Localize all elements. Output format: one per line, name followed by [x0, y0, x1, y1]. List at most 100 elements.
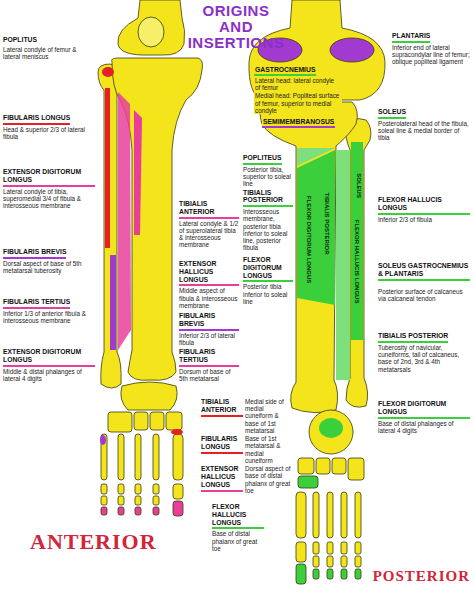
- femur: [118, 0, 185, 55]
- attachment-text: Dorsum of base of 5th metatarsal: [179, 368, 239, 382]
- phalanx: [153, 496, 159, 505]
- muscle-attachment: [319, 418, 343, 438]
- muscle-name: FLEXOR DIGITORUM LONGUS: [378, 400, 470, 419]
- attachment-text: Inferior end of lateral supracondylar li…: [392, 44, 470, 66]
- muscle-name: FIBULARIS BREVIS: [179, 312, 239, 331]
- muscle-name: EXTENSOR HALLICUS LONGUS: [201, 465, 243, 491]
- metatarsal: [135, 434, 141, 480]
- phalanx: [101, 484, 107, 494]
- attachment-text: Middle aspect of fibula & interosseous m…: [179, 287, 239, 309]
- muscle-name: FIBULARIS LONGUS: [201, 435, 243, 454]
- muscle-name: SOLEUS GASTROCNEMIUS & PLANTARIS: [378, 262, 470, 281]
- phalanx: [153, 507, 159, 515]
- attachment-text: Inferior 1/3 of anterior fibula & intero…: [3, 310, 95, 324]
- attachment-text: Posterolateral head of the fibula, solea…: [378, 120, 470, 142]
- metatarsal: [101, 434, 107, 480]
- attachment-text: Base of 1st metatarsal & medial cuneifor…: [245, 435, 291, 464]
- phalanx: [355, 556, 361, 567]
- attachment-text: Interosseous membrane, posterior tibia i…: [243, 208, 293, 251]
- phalanx: [173, 501, 183, 516]
- attachment-text: Base of distal phalanx of great toe: [212, 530, 264, 552]
- muscle-name: FIBULARIS LONGUS: [3, 114, 70, 125]
- muscle-attachment: [134, 110, 142, 235]
- attachment-text: Inferior 2/3 of lateral fibula: [179, 332, 239, 346]
- muscle-name: FLEXOR DIGITORUM LONGUS: [243, 256, 293, 282]
- attachment-text: Medial side of medial cuneiform & base o…: [245, 398, 291, 434]
- bone-label: FLEXOR HALLUCIS LONGUS: [353, 219, 360, 305]
- phalanx: [296, 542, 306, 562]
- patella: [138, 17, 164, 47]
- attachment-text: Posterior tibia inferior to soleal line: [243, 283, 293, 305]
- muscle-attachment: [105, 88, 110, 248]
- muscle-attachment: [102, 67, 114, 77]
- phalanx: [101, 496, 107, 505]
- muscle-attachment: [171, 429, 183, 435]
- metatarsal: [355, 492, 361, 538]
- attachment-text: Lateral condyle & 1/2 of superolateral t…: [179, 220, 239, 249]
- muscle-name: TIBIALIS POSTERIOR: [243, 189, 293, 208]
- muscle-attachment: [351, 142, 363, 340]
- attachment-text: Middle & distal phalanges of lateral 4 d…: [3, 368, 95, 382]
- tarsal: [108, 412, 132, 432]
- muscle-attachment: [110, 255, 116, 350]
- metatarsal: [153, 434, 159, 480]
- attachment-text: Lateral condyle of tibia, superomedial 3…: [3, 188, 95, 210]
- phalanx: [327, 542, 333, 554]
- muscle-name: SEMIMEMBRANOSUS: [262, 118, 335, 128]
- tarsal: [332, 458, 346, 474]
- calcaneus: [309, 410, 353, 454]
- phalanx: [173, 484, 183, 499]
- title: ORIGINS AND INSERTIONS: [186, 3, 286, 50]
- femoral-condyle: [330, 38, 374, 62]
- muscle-name: EXTENSOR DIGITORUM LONGUS: [3, 168, 95, 187]
- phalanx: [313, 542, 319, 554]
- muscle-attachment: [100, 435, 106, 445]
- muscle-name: FIBULARIS TERTIUS: [3, 298, 70, 309]
- metatarsal: [173, 434, 183, 480]
- phalanx: [101, 507, 107, 515]
- phalanx: [296, 564, 306, 584]
- muscle-name: TIBIALIS POSTERIOR: [378, 332, 448, 343]
- phalanx: [341, 542, 347, 554]
- phalanx: [135, 484, 141, 494]
- muscle-name: GASTROCNEMIUS: [254, 66, 316, 76]
- bone-label: TIBIALIS POSTERIOR: [322, 192, 329, 256]
- tibia: [260, 102, 357, 413]
- muscle-name: FLEXOR HALLUCIS LONGUS: [212, 503, 264, 529]
- phalanx: [135, 496, 141, 505]
- attachment-text: Medial head: Popliteal surface of femur,…: [254, 92, 342, 114]
- muscle-name: EXTENSOR DIGITORUM LONGUS: [3, 348, 95, 367]
- view-label: ANTERIOR: [30, 530, 157, 554]
- bone-label: FLEXOR DIGITORUM LONGUS: [305, 195, 312, 285]
- metatarsal: [118, 434, 124, 480]
- view-label: POSTERIOR: [373, 568, 470, 585]
- phalanx: [355, 569, 361, 579]
- attachment-text: Head & superior 2/3 of lateral fibula: [3, 126, 95, 140]
- muscle-name: EXTENSOR HALLICUS LONGUS: [179, 260, 239, 286]
- muscle-name: FIBULARIS BREVIS: [3, 248, 66, 259]
- metatarsal: [296, 492, 306, 538]
- muscle-name: TIBIALIS ANTERIOR: [179, 200, 239, 219]
- phalanx: [118, 496, 124, 505]
- muscle-attachment: [297, 150, 335, 305]
- phalanx: [327, 556, 333, 567]
- metatarsal: [327, 492, 333, 538]
- phalanx: [327, 569, 333, 579]
- tarsal: [150, 412, 164, 430]
- tarsal: [316, 458, 330, 474]
- phalanx: [118, 507, 124, 515]
- muscle-name: SOLEUS: [378, 108, 406, 119]
- muscle-name: POPLITEUS: [243, 154, 282, 165]
- attachment-text: Lateral head: lateral condyle of femur: [254, 77, 342, 91]
- attachment-text: Base of distal phalanges of lateral 4 di…: [378, 420, 470, 434]
- phalanx: [135, 507, 141, 515]
- interosseous-membrane: [336, 150, 350, 380]
- attachment-text: Posterior surface of calcaneus via calca…: [378, 288, 470, 302]
- bone-label: SOLEUS: [354, 173, 361, 200]
- phalanx: [313, 556, 319, 567]
- muscle-name: FLEXOR HALLUCIS LONGUS: [378, 196, 470, 215]
- tarsal: [298, 458, 314, 474]
- tarsal: [134, 412, 148, 430]
- attachment-text: Tuberosity of navicular, cuneiforms, tai…: [378, 344, 470, 373]
